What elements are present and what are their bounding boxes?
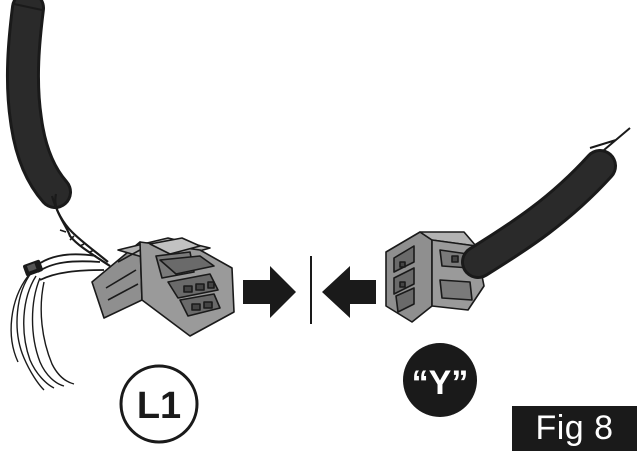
figure-label: Fig 8: [512, 406, 637, 451]
left-cable: [5, 0, 72, 209]
l1-label: L1: [137, 385, 181, 427]
arrow-right-icon: [243, 266, 296, 318]
connector-y: [385, 231, 485, 323]
connector-l1: [91, 237, 235, 337]
y-badge: “Y”: [403, 343, 477, 417]
l1-badge: L1: [119, 364, 199, 444]
arrow-left-icon: [322, 266, 376, 318]
y-label: “Y”: [412, 364, 469, 402]
right-cable: [461, 127, 631, 279]
wire-loop: [10, 271, 75, 391]
zip-tie-icon: [23, 259, 43, 277]
